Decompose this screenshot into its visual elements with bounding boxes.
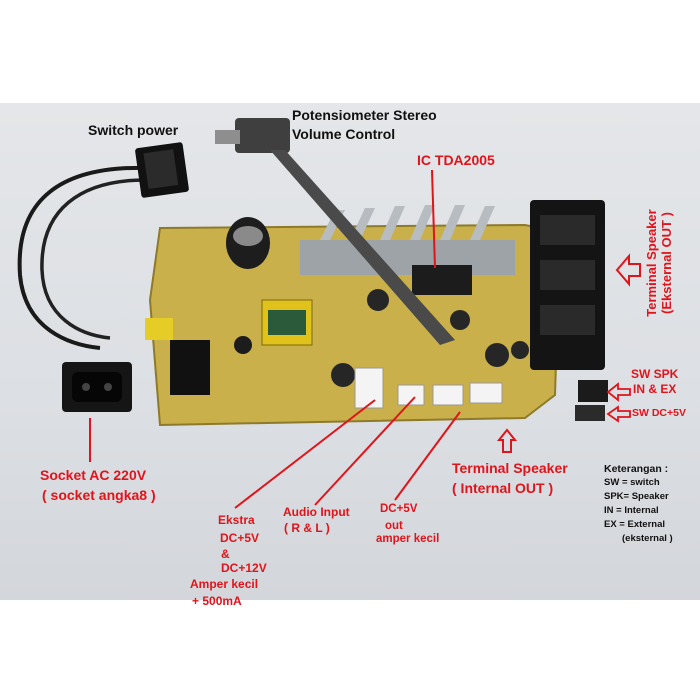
label-terminal-external-line2: (Eksternal OUT )	[659, 212, 674, 314]
x-capacitor	[145, 318, 173, 340]
label-potentiometer-line2: Volume Control	[292, 126, 396, 142]
label-terminal-external-line1: Terminal Speaker	[644, 209, 659, 317]
capacitor-small-2	[450, 310, 470, 330]
arrow-terminal-internal	[496, 428, 518, 453]
label-socket-line1: Socket AC 220V	[40, 467, 147, 483]
connector-terminal-internal	[469, 382, 503, 404]
label-audio-line1: Audio Input	[283, 505, 350, 519]
arrow-line-ic	[431, 169, 436, 269]
ic-tda2005	[412, 265, 472, 295]
arrow-sw-spk	[606, 382, 631, 402]
connector-ekstra	[354, 367, 384, 409]
legend-item: (eksternal )	[622, 533, 673, 544]
legend-box: Keterangan : SW = switch SPK= Speaker IN…	[604, 462, 673, 546]
connector-audio-input	[397, 384, 425, 406]
label-sw-spk-line2: IN & EX	[633, 382, 677, 396]
label-potentiometer-line1: Potensiometer Stereo	[292, 107, 437, 123]
label-amper-line2: + 500mA	[192, 594, 242, 608]
sw-dc-switch	[575, 405, 605, 421]
black-component	[170, 340, 210, 395]
chip-small	[234, 336, 252, 354]
arrow-line-ekstra	[234, 399, 376, 509]
power-cable-1	[17, 165, 151, 350]
label-dc5-line3: amper kecil	[376, 533, 440, 545]
connector-dc5-out	[432, 384, 464, 406]
sw-spk-switch	[578, 380, 608, 402]
legend-item: SW = switch	[604, 477, 660, 488]
label-ic: IC TDA2005	[417, 152, 495, 168]
legend-item: SPK= Speaker	[604, 491, 669, 502]
arrow-line-audio	[314, 396, 416, 506]
label-terminal-internal-line1: Terminal Speaker	[452, 460, 568, 476]
capacitor-small-5	[511, 341, 529, 359]
label-dc5-line1: DC+5V	[380, 503, 418, 515]
legend-title: Keterangan :	[604, 463, 669, 475]
label-amper-line1: Amper kecil	[190, 577, 259, 591]
label-sw-dc: SW DC+5V	[632, 407, 686, 419]
legend-item: EX = External	[604, 519, 665, 530]
potentiometer	[215, 118, 455, 345]
label-switch-power: Switch power	[88, 122, 179, 138]
capacitor-small-3	[485, 343, 509, 367]
label-terminal-internal-line2: ( Internal OUT )	[452, 480, 554, 496]
switch-rocker	[143, 149, 179, 190]
power-cable-2	[40, 178, 146, 340]
label-terminal-external: Terminal Speaker (Eksternal OUT )	[644, 188, 674, 338]
label-dc5-line2: out	[385, 520, 403, 532]
ac-socket-opening	[72, 372, 122, 402]
arrow-line-dc5	[394, 411, 461, 501]
label-ekstra-line2: DC+5V	[220, 531, 260, 545]
label-ekstra-line1: Ekstra	[218, 513, 255, 527]
capacitor-small-1	[367, 289, 389, 311]
legend-item: IN = Internal	[604, 505, 659, 516]
label-socket-line2: ( socket angka8 )	[42, 487, 156, 503]
label-ekstra-line3: &	[221, 547, 230, 561]
label-ekstra-line4: DC+12V	[221, 561, 267, 575]
arrow-terminal-external	[615, 253, 641, 287]
label-sw-spk-line1: SW SPK	[631, 367, 679, 381]
arrow-sw-dc	[606, 405, 631, 423]
capacitor-small-4	[331, 363, 355, 387]
label-audio-line2: ( R & L )	[284, 521, 330, 535]
